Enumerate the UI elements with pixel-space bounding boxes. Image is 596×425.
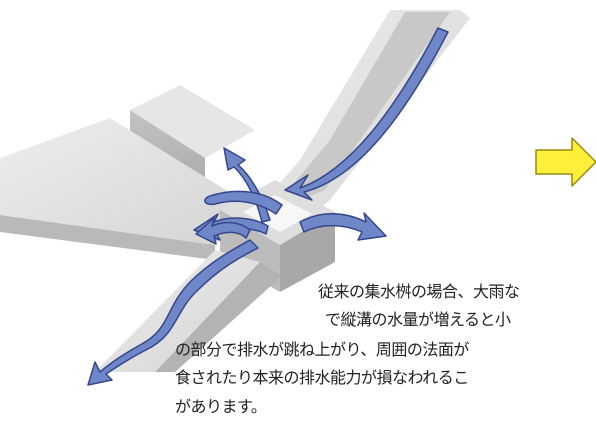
caption-line-4: 食されたり本来の排水能力が損なわれるこ: [175, 368, 469, 387]
left-ditch-front: [0, 215, 215, 260]
caption-line-1: 従来の集水桝の場合、大雨な: [318, 282, 520, 301]
left-ditch-top: [0, 118, 250, 245]
lower-ditch-side: [155, 262, 282, 372]
small-left-splash-arrow: [195, 217, 251, 245]
basin-front-right: [280, 212, 335, 292]
inflow-arrow: [284, 27, 449, 201]
splash-right-arrow: [299, 212, 387, 241]
right-arrow-icon: [535, 137, 596, 187]
upper-ditch-channel: [290, 12, 450, 200]
back-block-top: [130, 85, 255, 158]
caption-line-2: で縦溝の水量が増えると小: [325, 310, 511, 329]
caption-line-5: があります。: [175, 397, 267, 416]
caption-line-3: の部分で排水が跳ね上がり、周囲の法面が: [175, 340, 469, 359]
overflow-left-arrow: [204, 190, 283, 215]
downflow-arrow: [87, 239, 259, 386]
